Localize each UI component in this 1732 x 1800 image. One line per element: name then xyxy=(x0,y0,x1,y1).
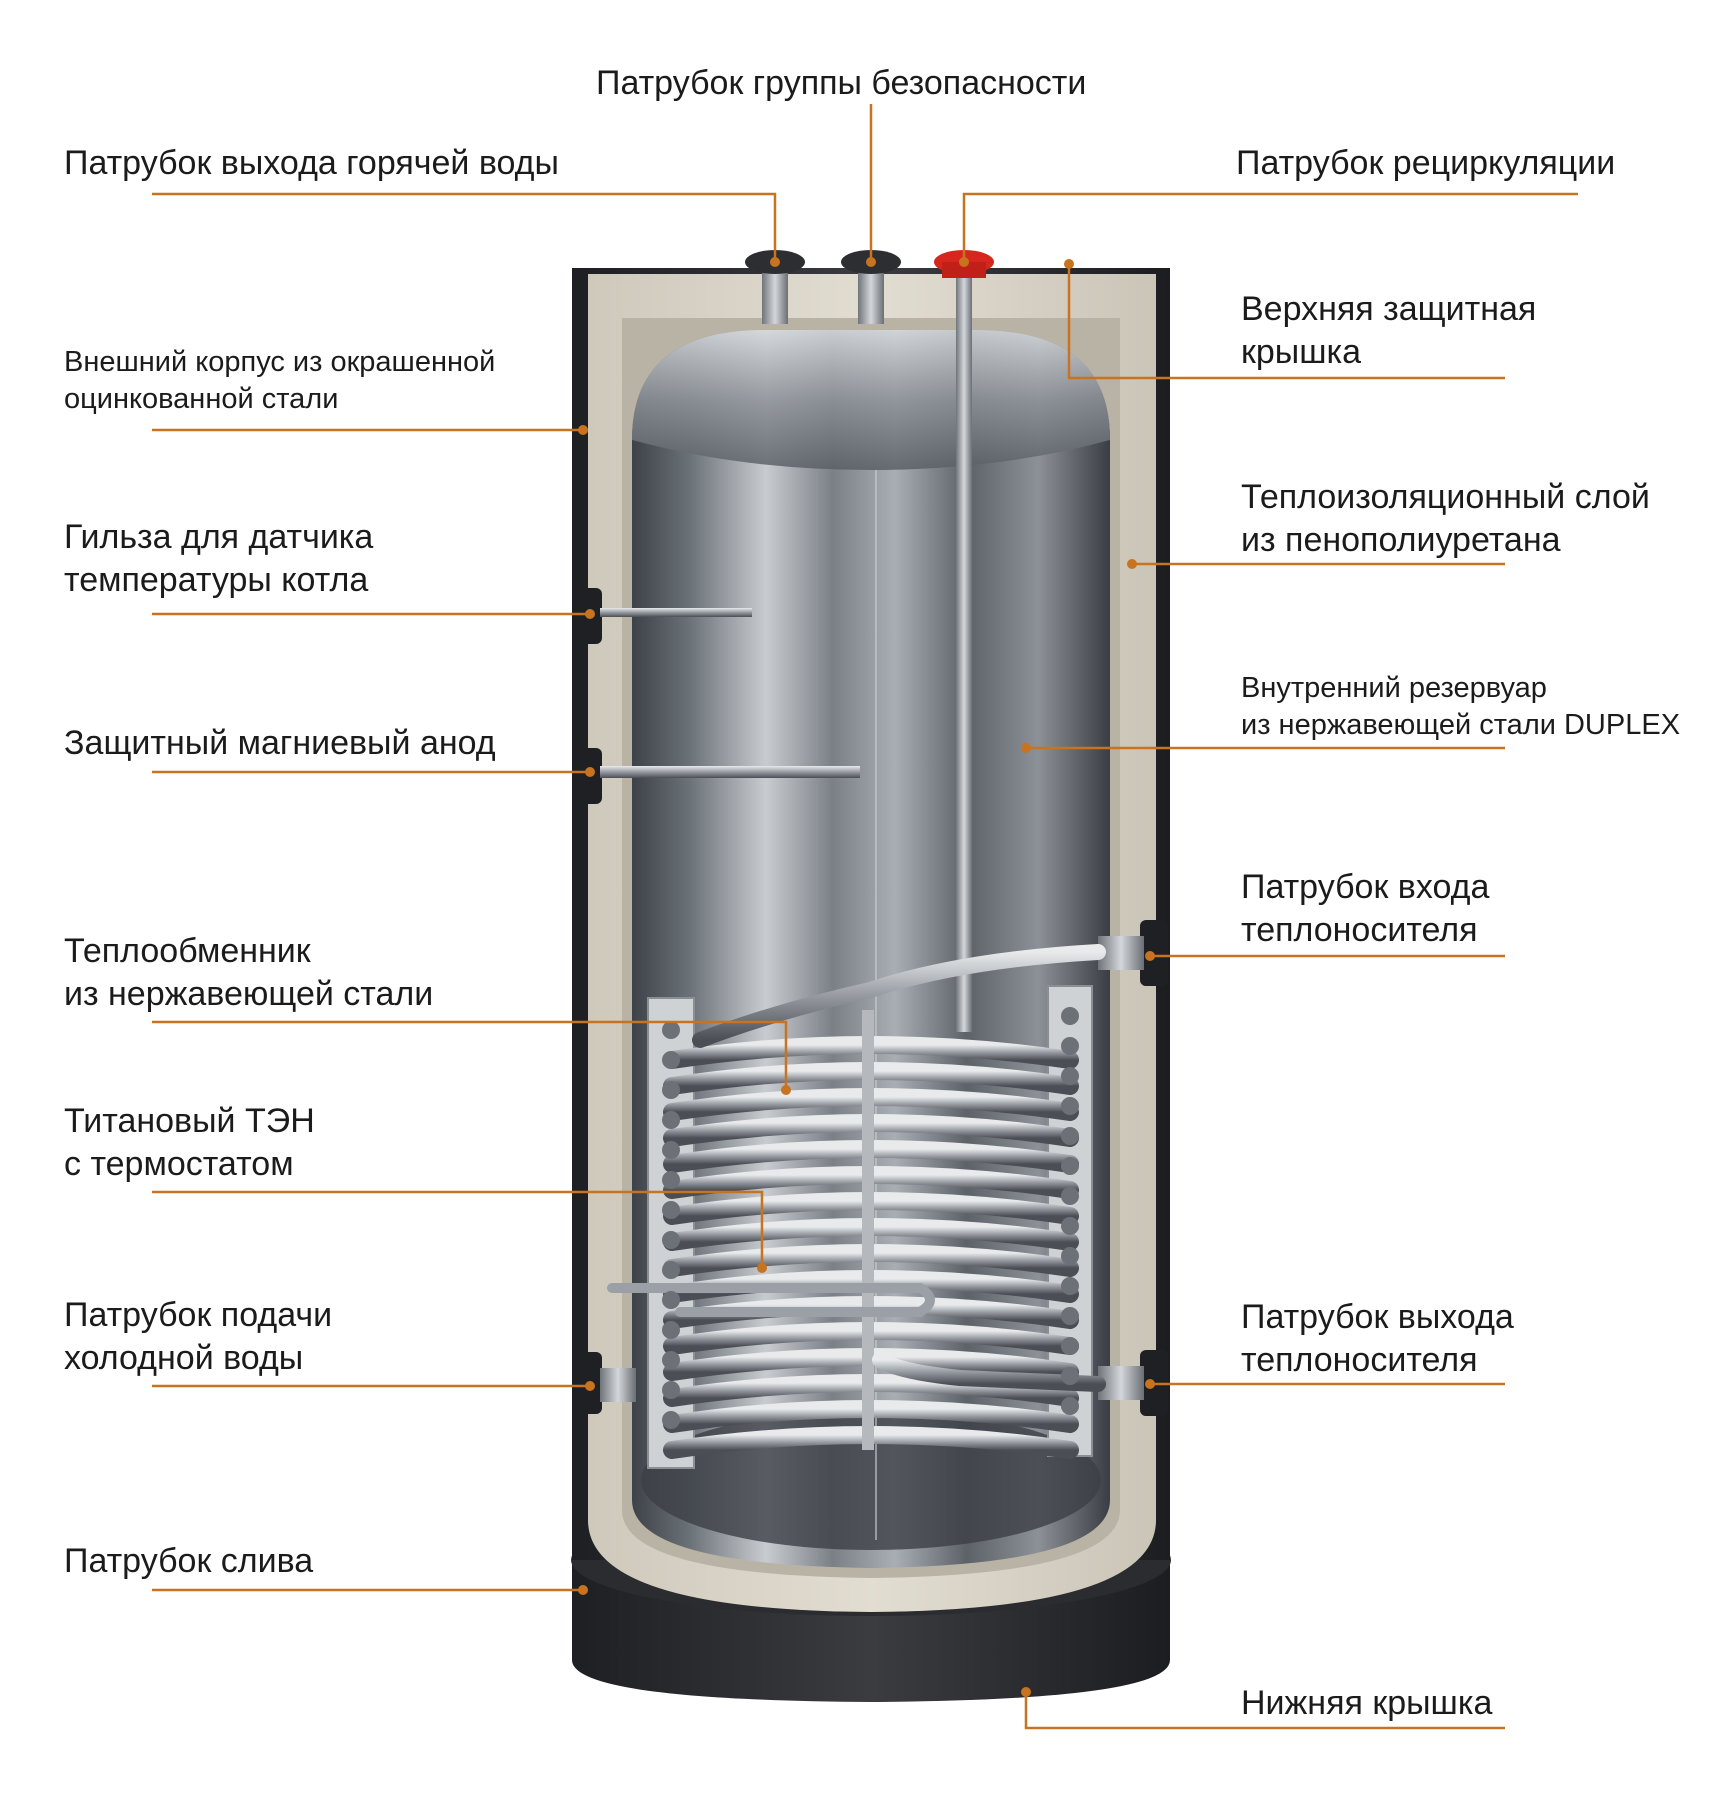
label-insulation: Теплоизоляционный слой из пенополиуретан… xyxy=(1241,478,1650,559)
bracket-hole xyxy=(662,1261,680,1279)
leader-dot-sensor-sleeve xyxy=(585,609,595,619)
leader-lines xyxy=(152,104,1578,1730)
bracket-hole xyxy=(1061,1037,1079,1055)
label-coolant-outlet: Патрубок выхода теплоносителя xyxy=(1241,1298,1514,1379)
bracket-hole xyxy=(1061,1157,1079,1175)
bracket-hole xyxy=(1061,1247,1079,1265)
leader-top-cover xyxy=(1067,264,1505,380)
bracket-hole xyxy=(662,1171,680,1189)
bracket-hole xyxy=(1061,1307,1079,1325)
leader-dot-safety-group xyxy=(866,257,876,267)
bracket-hole xyxy=(1061,1367,1079,1385)
sensor-sleeve-rod xyxy=(600,608,752,617)
bracket-hole xyxy=(662,1081,680,1099)
label-recirculation: Патрубок рециркуляции xyxy=(1236,144,1616,182)
label-heat-exchanger: Теплообменник из нержавеющей стали xyxy=(64,932,434,1013)
heat-exchanger-coil xyxy=(607,944,1106,1469)
leader-dot-cold-inlet xyxy=(585,1381,595,1391)
bracket-hole xyxy=(662,1351,680,1369)
bracket-hole xyxy=(662,1201,680,1219)
label-safety-group: Патрубок группы безопасности xyxy=(596,64,1087,102)
bracket-hole xyxy=(1061,1127,1079,1145)
bracket-hole xyxy=(662,1411,680,1429)
bracket-hole xyxy=(662,1051,680,1069)
leader-dot-drain xyxy=(578,1585,588,1595)
bracket-hole xyxy=(662,1381,680,1399)
leader-dot-coolant-outlet xyxy=(1145,1379,1155,1389)
bracket-hole xyxy=(662,1321,680,1339)
leader-heater xyxy=(152,1190,764,1268)
label-heater: Титановый ТЭН с термостатом xyxy=(64,1102,315,1183)
bracket-hole xyxy=(662,1111,680,1129)
leader-hot-outlet xyxy=(152,192,777,262)
bracket-hole xyxy=(1061,1217,1079,1235)
coil-return-tube xyxy=(872,1352,1106,1392)
leader-heat-exchanger xyxy=(152,1020,788,1090)
label-bottom-cover: Нижняя крышка xyxy=(1241,1684,1493,1722)
label-anode: Защитный магниевый анод xyxy=(64,724,496,762)
bracket-hole xyxy=(662,1021,680,1039)
bracket-hole xyxy=(1061,1397,1079,1415)
leader-dot-hot-outlet xyxy=(770,257,780,267)
cold-inlet-pipe xyxy=(600,1368,636,1402)
label-cold-inlet: Патрубок подачи холодной воды xyxy=(64,1296,333,1377)
bracket-hole xyxy=(1061,1007,1079,1025)
leader-dot-coolant-inlet xyxy=(1145,951,1155,961)
bracket-hole xyxy=(1061,1067,1079,1085)
bracket-hole xyxy=(662,1291,680,1309)
recirculation-pipe xyxy=(956,272,972,1032)
anode-rod xyxy=(600,766,860,778)
label-drain: Патрубок слива xyxy=(64,1542,314,1580)
label-sensor-sleeve: Гильза для датчика температуры котла xyxy=(64,518,374,599)
safety-group-pipe xyxy=(858,272,884,324)
bracket-hole xyxy=(662,1141,680,1159)
leader-dot-heater xyxy=(757,1263,767,1273)
leader-dot-top-cover xyxy=(1064,259,1074,269)
leader-dot-anode xyxy=(585,767,595,777)
heating-element xyxy=(607,1283,935,1317)
bracket-hole xyxy=(1061,1187,1079,1205)
leader-dot-recirculation xyxy=(959,257,969,267)
hot-outlet-pipe xyxy=(762,272,788,324)
label-outer-case: Внешний корпус из окрашенной оцинкованно… xyxy=(64,346,496,415)
bracket-hole xyxy=(1061,1097,1079,1115)
label-hot-outlet: Патрубок выхода горячей воды xyxy=(64,144,559,182)
coil-bracket-center xyxy=(862,1010,874,1450)
bracket-hole xyxy=(1061,1277,1079,1295)
recirculation-cap-body xyxy=(942,262,986,278)
label-inner-tank: Внутренний резервуар из нержавеющей стал… xyxy=(1241,672,1681,741)
leader-dot-inner-tank xyxy=(1021,743,1031,753)
leader-dot-bottom-cover xyxy=(1021,1687,1031,1697)
inner-tank-dome xyxy=(632,330,1110,470)
leader-dot-insulation xyxy=(1127,559,1137,569)
leader-recirculation xyxy=(962,192,1578,262)
leader-dot-outer-case xyxy=(578,425,588,435)
bracket-hole xyxy=(1061,1337,1079,1355)
leader-bottom-cover xyxy=(1024,1692,1505,1730)
label-coolant-inlet: Патрубок входа теплоносителя xyxy=(1241,868,1490,949)
leader-dot-heat-exchanger xyxy=(781,1085,791,1095)
label-top-cover: Верхняя защитная крышка xyxy=(1241,290,1537,371)
bracket-hole xyxy=(662,1231,680,1249)
